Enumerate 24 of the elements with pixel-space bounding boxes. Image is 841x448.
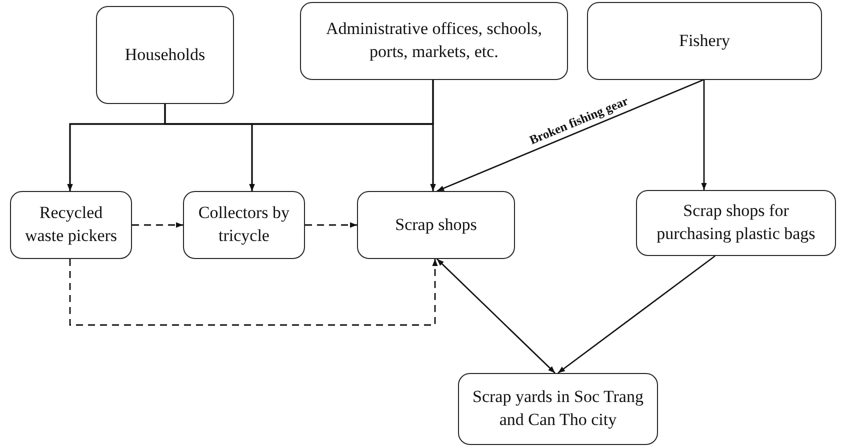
arrow: [436, 258, 556, 374]
node-text: Scrap yards in Soc Trang and Can Tho city: [472, 386, 644, 431]
process-box: [300, 2, 568, 80]
arrow: [305, 222, 357, 228]
node-text: Scrap shops: [395, 214, 477, 236]
process-box: [183, 191, 305, 259]
node-text: Scrap shops for purchasing plastic bags: [656, 200, 816, 245]
process-box: [458, 373, 658, 445]
arrow: [436, 79, 704, 192]
process-box: [10, 191, 132, 259]
arrow: [558, 255, 716, 374]
node-text: Households: [124, 44, 206, 66]
node-text: Administrative offices, schools, ports, markets, etc.: [325, 18, 543, 63]
process-box: [96, 6, 234, 104]
arrow: [69, 259, 438, 326]
process-box: [636, 190, 836, 256]
node-text: Fishery: [679, 30, 730, 52]
node-text: Recycled waste pickers: [24, 202, 118, 247]
arrow: [430, 80, 436, 191]
process-box: [357, 191, 515, 259]
arrow: [701, 80, 707, 190]
process-box: [587, 2, 822, 80]
node-text: Collectors by tricycle: [197, 202, 291, 247]
arrow: [132, 222, 183, 228]
